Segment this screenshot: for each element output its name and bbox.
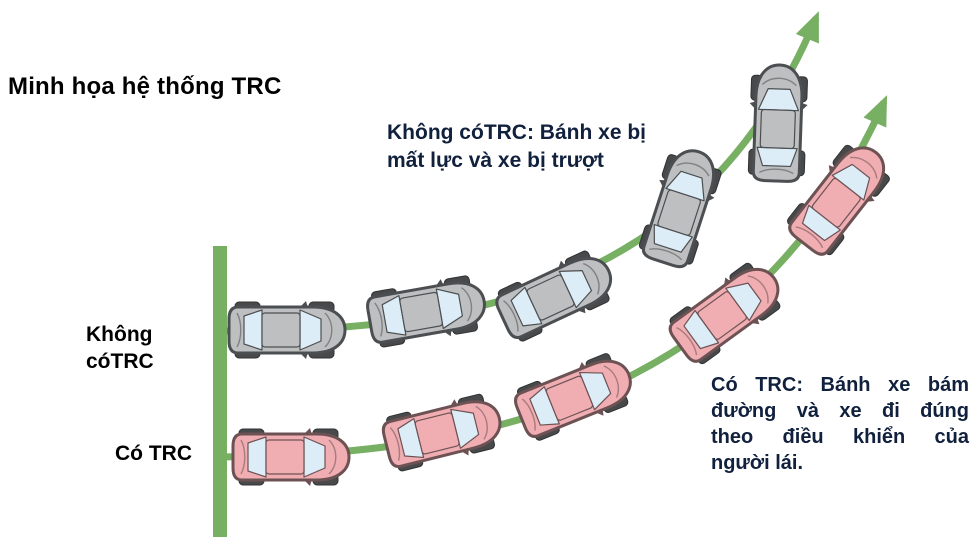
annotation-no-trc-line2: mất lực và xe bị trượt xyxy=(387,149,604,172)
label-no-trc-line1: Không xyxy=(86,323,153,346)
page-title: Minh họa hệ thống TRC xyxy=(8,73,282,100)
label-with-trc: Có TRC xyxy=(115,442,192,465)
annotation-with-trc-line2: đường và xe đi đúng xyxy=(711,400,969,422)
car-with-trc-3 xyxy=(508,345,642,447)
car-no-trc-2 xyxy=(363,270,491,352)
label-no-trc-line2: cóTRC xyxy=(86,350,154,373)
annotation-with-trc: Có TRC: Bánh xe bám đường và xe đi đúng … xyxy=(711,372,969,476)
annotation-with-trc-line4: người lái. xyxy=(711,452,804,474)
car-no-trc-1 xyxy=(227,299,347,361)
annotation-with-trc-line1: Có TRC: Bánh xe bám xyxy=(711,374,969,396)
annotation-with-trc-line3: theo điều khiển của xyxy=(711,426,969,448)
car-no-trc-5 xyxy=(745,62,811,184)
start-line xyxy=(213,246,227,537)
car-with-trc-1 xyxy=(231,426,351,488)
annotation-no-trc: Không cóTRC: Bánh xe bị mất lực và xe bị… xyxy=(387,119,717,175)
label-no-trc: Không cóTRC xyxy=(86,321,154,375)
annotation-no-trc-line1: Không cóTRC: Bánh xe bị xyxy=(387,121,646,144)
car-with-trc-2 xyxy=(378,388,508,476)
